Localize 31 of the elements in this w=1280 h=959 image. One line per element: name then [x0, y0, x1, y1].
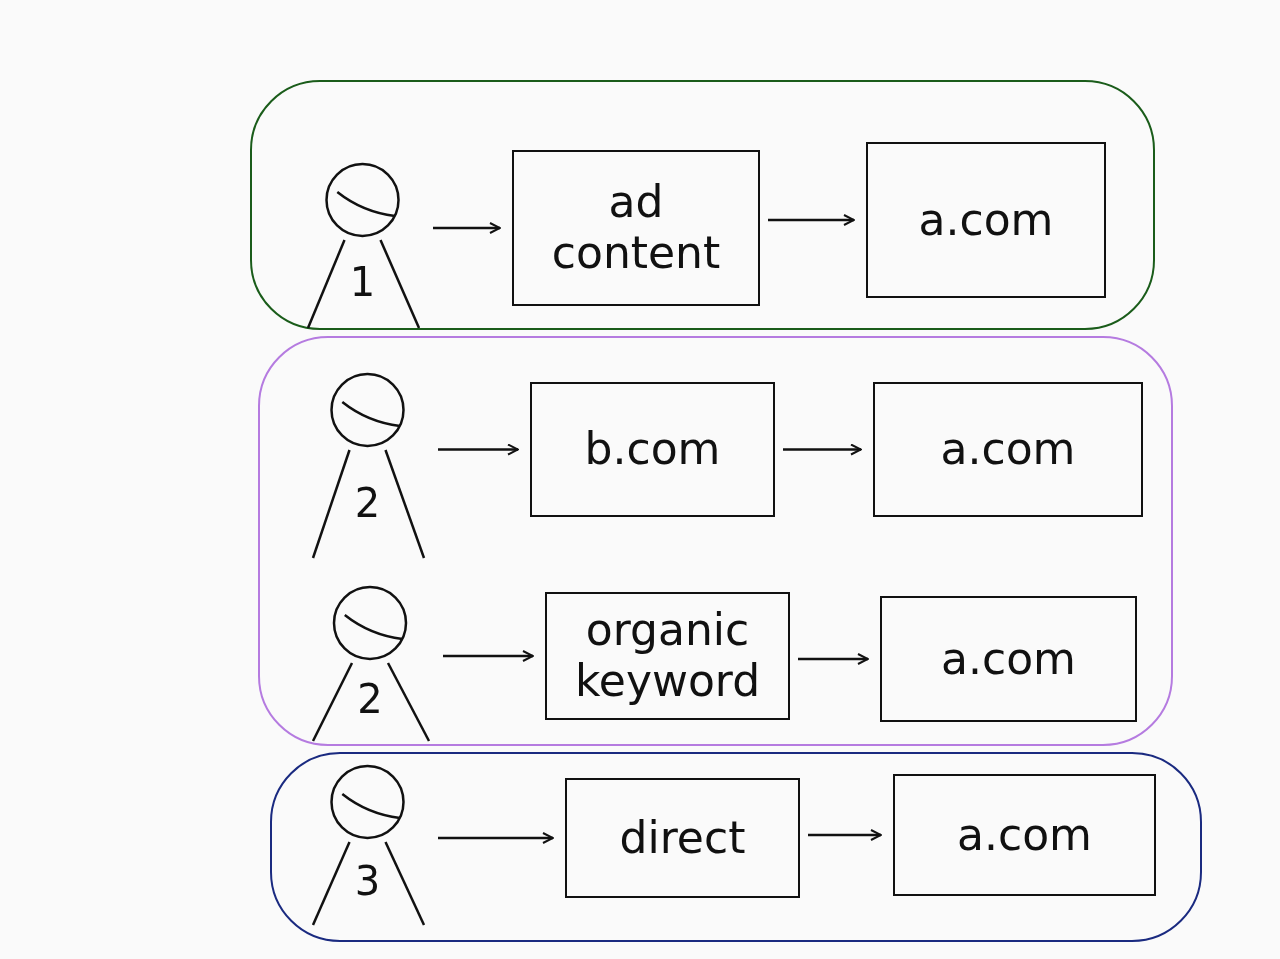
box-label: ad content: [550, 177, 722, 279]
process-box: [530, 382, 775, 517]
process-box: [565, 778, 800, 898]
arrow: [433, 222, 501, 234]
person-number: 2: [353, 480, 382, 527]
group-outline: [270, 752, 1202, 942]
group-outline: [250, 80, 1155, 330]
process-box: [545, 592, 790, 720]
process-box: [893, 774, 1156, 896]
arrow: [798, 653, 869, 665]
arrow: [443, 650, 534, 662]
person-number: 1: [348, 258, 377, 305]
arrow: [768, 214, 855, 226]
box-label: b.com: [583, 424, 722, 475]
process-box: [873, 382, 1143, 517]
box-label: a.com: [939, 424, 1077, 475]
process-box: [866, 142, 1106, 298]
process-box: [880, 596, 1137, 722]
arrow: [438, 443, 519, 456]
box-label: a.com: [917, 194, 1055, 246]
arrow: [808, 829, 882, 841]
process-box: [512, 150, 760, 306]
group-outline: [258, 336, 1173, 746]
arrow: [783, 443, 862, 456]
box-label: organic keyword: [573, 605, 762, 707]
box-label: a.com: [956, 809, 1093, 861]
person-number: 2: [356, 675, 384, 722]
arrow: [438, 832, 554, 844]
person-number: 3: [353, 857, 382, 904]
box-label: a.com: [940, 633, 1077, 685]
box-label: direct: [618, 812, 747, 864]
